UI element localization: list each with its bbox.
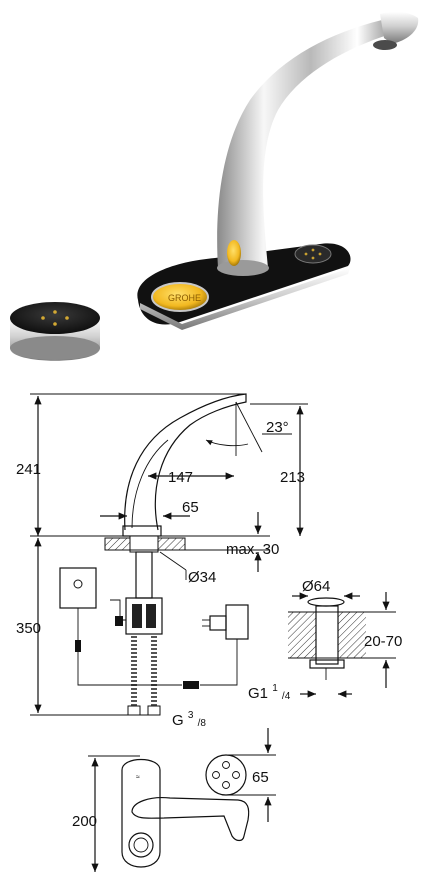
dim-connection: G 3 /8 <box>172 705 206 729</box>
plate-outline <box>121 759 161 868</box>
dim-height-total: 241 <box>16 461 41 478</box>
dim-remote-diameter: 65 <box>252 769 269 786</box>
spout-top-outline <box>131 797 250 842</box>
dim-waste-diameter: Ø64 <box>302 578 330 595</box>
dim-deck-thickness: max. 30 <box>226 541 279 558</box>
product-photo: GROHE <box>10 11 419 361</box>
dim-lever-length: 200 <box>72 813 97 830</box>
dim-spout-reach: 147 <box>168 469 193 486</box>
sensor-logo: GROHE <box>168 293 201 303</box>
dim-under-height: 350 <box>16 620 41 637</box>
top-view-drawing: ≈ 200 65 <box>72 728 276 872</box>
touch-panel <box>294 244 332 264</box>
power-adapter <box>225 604 249 640</box>
spout-outline <box>124 393 247 531</box>
faucet-sensor-icon <box>227 240 241 266</box>
dim-base-offset: 65 <box>182 499 199 516</box>
dim-spout-height: 213 <box>280 469 305 486</box>
side-view-drawing: 241 23° 147 213 65 max. 30 Ø34 <box>16 393 308 729</box>
waste-detail: Ø64 20-70 G1 1 /4 <box>248 578 402 702</box>
svg-text:≈: ≈ <box>136 774 140 781</box>
dim-waste-thread: G1 1 /4 <box>248 678 291 702</box>
faucet-body <box>217 11 419 276</box>
dim-waste-range: 20-70 <box>364 633 402 650</box>
sensor-gold-icon <box>152 283 208 311</box>
remote-top-outline <box>205 754 247 796</box>
dim-spout-angle: 23° <box>266 419 289 436</box>
deck-plate: GROHE <box>137 243 351 330</box>
dim-hole-diameter: Ø34 <box>188 569 216 586</box>
remote-control <box>10 302 100 361</box>
